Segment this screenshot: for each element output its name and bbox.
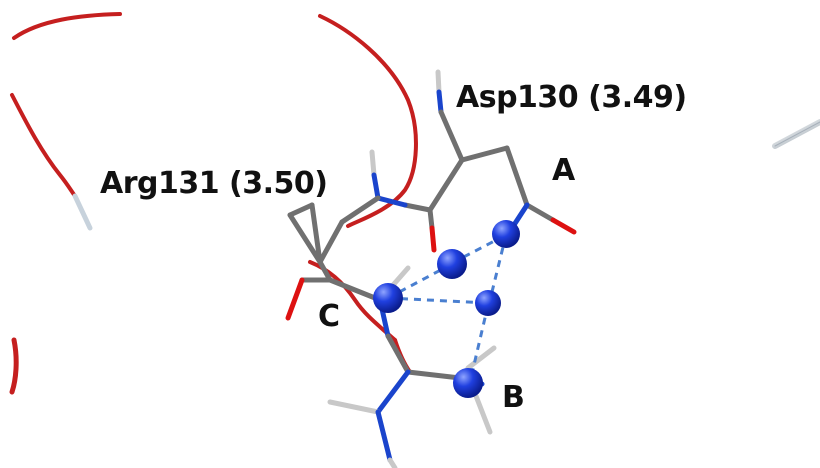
ribbon-left-diagonal	[10, 93, 77, 198]
label-arg131: Arg131 (3.50)	[100, 166, 328, 201]
protein-ribbon	[9, 12, 820, 395]
hbond-w1-to-a	[451, 233, 507, 265]
ribbon-left-stub	[72, 193, 93, 231]
sphere-water-2	[475, 290, 501, 316]
sphere-water-1	[437, 249, 467, 279]
label-asp130: Asp130 (3.49)	[456, 80, 687, 115]
label-site-b: B	[502, 380, 525, 415]
label-site-c: C	[318, 299, 340, 334]
ribbon-loop-main	[318, 14, 418, 228]
label-site-a: A	[552, 153, 576, 188]
sphere-site-c	[373, 283, 403, 313]
hbond-c-to-w2	[387, 296, 489, 305]
asp130-residue	[402, 69, 577, 253]
ribbon-top-left	[12, 12, 122, 40]
sphere-site-a	[492, 220, 520, 248]
ribbon-bottom-left	[9, 337, 19, 395]
hbond-a-to-w2	[488, 234, 508, 301]
sphere-site-b	[453, 368, 483, 398]
atom-spheres	[373, 220, 520, 398]
